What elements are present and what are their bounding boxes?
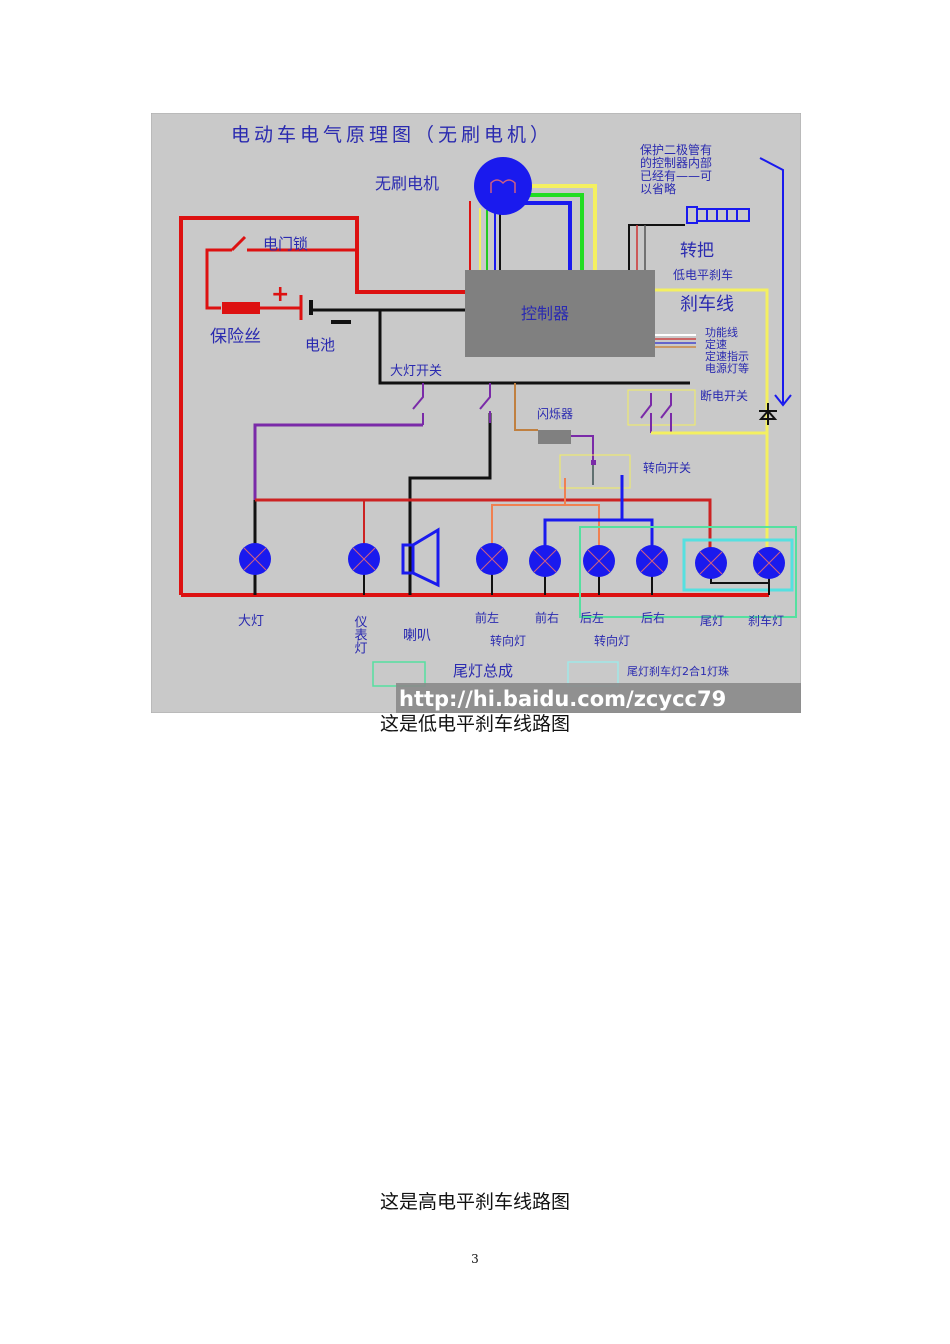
- cutoff-switch-label: 断电开关: [700, 388, 748, 403]
- left-turn-wire: [491, 478, 566, 563]
- tail-light-label: 尾灯: [700, 614, 724, 628]
- horn-icon: [401, 527, 440, 588]
- legend-combo-bulb: 尾灯刹车灯2合1灯珠: [627, 664, 729, 678]
- rear-left-label: 后左: [580, 610, 604, 625]
- rear-right-label: 后右: [641, 610, 665, 625]
- motor-icon: [474, 157, 532, 215]
- diode-note: 保护二极管有 的控制器内部 已经有——可 以省略: [640, 142, 716, 196]
- horn-label: 喇叭: [403, 628, 431, 644]
- door-lock-label: 电门锁: [263, 235, 308, 253]
- lamp-front-right-icon: [529, 545, 561, 577]
- turn-switch-label: 转向开关: [643, 460, 691, 475]
- lamp-meter-icon: [348, 543, 380, 575]
- fuse-label: 保险丝: [210, 327, 261, 347]
- motor-wires: [469, 184, 597, 270]
- lamp-front-left-icon: [476, 543, 508, 575]
- lighting-wire: [255, 498, 712, 563]
- motor-label: 无刷电机: [375, 174, 439, 193]
- lamp-rear-right-icon: [636, 545, 668, 577]
- power-wiring: [179, 216, 769, 597]
- throttle-label: 转把: [680, 241, 714, 261]
- meter-light-label: 仪表灯: [352, 615, 368, 655]
- throttle-icon: [686, 206, 750, 224]
- page-number: 3: [471, 1252, 479, 1266]
- controller-box: [465, 270, 655, 357]
- legend-tail-assembly: 尾灯总成: [453, 662, 513, 680]
- brake-light-label: 刹车灯: [748, 613, 784, 628]
- tail-assembly-box: [579, 526, 797, 618]
- watermark: http://hi.baidu.com/zcycc79: [399, 687, 726, 711]
- brake-line-label: 刹车线: [680, 294, 734, 315]
- ground-wiring: [253, 308, 690, 595]
- combo-bulb-box: [682, 538, 794, 592]
- headlight-switch-label: 大灯开关: [390, 364, 442, 379]
- lamp-rear-left-icon: [583, 545, 615, 577]
- lamp-tail-icon: [695, 547, 727, 579]
- fuse-icon: [222, 302, 260, 314]
- flasher-label: 闪烁器: [537, 407, 573, 421]
- headlight-label: 大灯: [238, 614, 264, 629]
- purple-wire: [253, 423, 423, 500]
- switch-icons: [412, 383, 491, 425]
- caption-high-level: 这是高电平刹车线路图: [379, 1191, 570, 1213]
- plus-sign: +: [271, 282, 289, 307]
- cutoff-switch-icon: [640, 393, 672, 433]
- low-level-brake-label: 低电平刹车: [673, 267, 733, 282]
- brake-wire: [655, 288, 769, 553]
- diode-icon: [758, 403, 778, 425]
- note-arrow: [759, 157, 784, 403]
- cutoff-switch-box: [627, 389, 696, 426]
- controller-label: 控制器: [521, 304, 569, 323]
- function-wires: [655, 334, 696, 348]
- turn-light-front-label: 转向灯: [490, 633, 526, 648]
- turn-light-rear-label: 转向灯: [594, 633, 630, 648]
- flasher-icon: [538, 430, 571, 444]
- lamp-headlight-icon: [239, 543, 271, 575]
- front-right-label: 前右: [535, 610, 559, 625]
- function-lines-label: 功能线 定速 定速指示 电源灯等: [705, 325, 753, 375]
- throttle-wires: [628, 224, 685, 270]
- lamp-brake-icon: [753, 547, 785, 579]
- battery-icon: [299, 295, 351, 324]
- turn-switch-box: [559, 454, 631, 489]
- ebike-wiring-diagram: 电动车电气原理图（无刷电机） +: [151, 113, 801, 713]
- diagram-title: 电动车电气原理图（无刷电机）: [231, 124, 553, 146]
- caption-low-level: 这是低电平刹车线路图: [379, 713, 570, 735]
- battery-label: 电池: [305, 336, 335, 354]
- front-left-label: 前左: [475, 610, 499, 625]
- right-turn-wire: [543, 475, 624, 563]
